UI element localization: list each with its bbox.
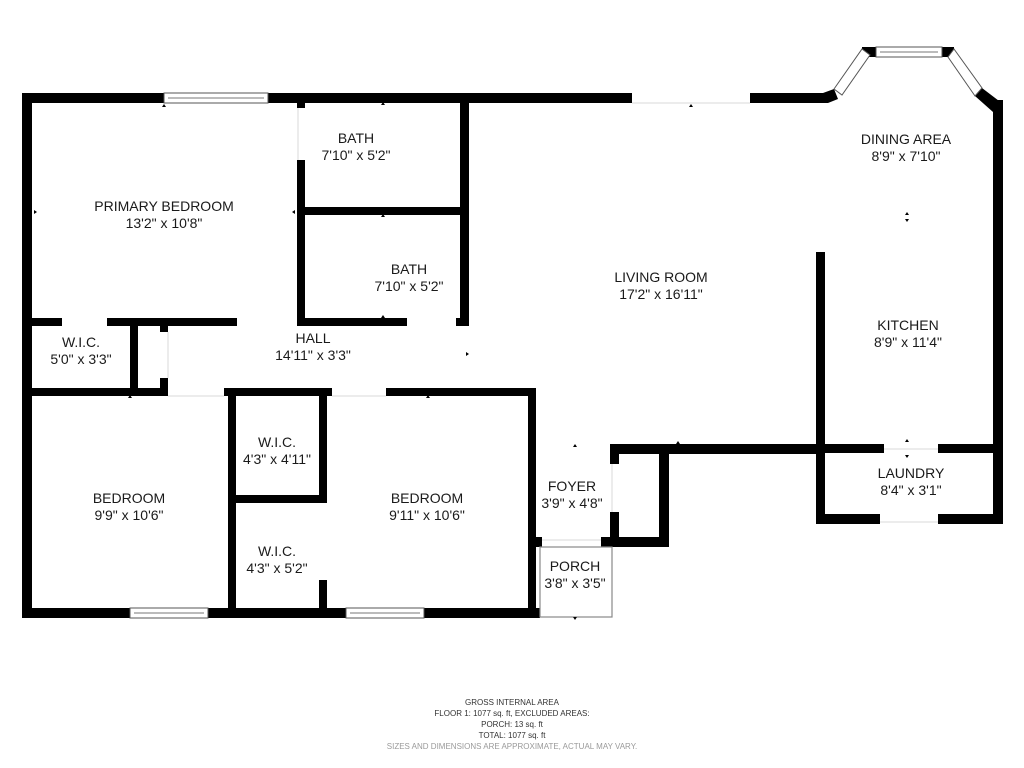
room-dimensions: 8'4" x 3'1": [880, 482, 942, 498]
room-dining-area: DINING AREA 8'9" x 7'10": [861, 131, 951, 165]
room-living-room: LIVING ROOM 17'2" x 16'11": [614, 269, 707, 303]
room-name: HALL: [295, 330, 331, 346]
area-summary: GROSS INTERNAL AREA FLOOR 1: 1077 sq. ft…: [387, 697, 637, 752]
walls: [22, 47, 1003, 618]
room-kitchen: KITCHEN 8'9" x 11'4": [874, 317, 942, 351]
room-name: BEDROOM: [390, 490, 464, 506]
room-wic-1: W.I.C. 5'0" x 3'3": [50, 334, 111, 368]
room-bedroom-2: BEDROOM 9'11" x 10'6": [389, 490, 465, 524]
room-dimensions: 3'9" x 4'8": [541, 495, 603, 511]
room-foyer: FOYER 3'9" x 4'8": [541, 478, 602, 512]
room-name: BATH: [337, 130, 375, 146]
room-dimensions: 7'10" x 5'2": [374, 278, 444, 294]
room-name: FOYER: [547, 478, 597, 494]
room-name: PRIMARY BEDROOM: [94, 198, 234, 214]
room-name: W.I.C.: [61, 334, 101, 350]
room-dimensions: 8'9" x 7'10": [871, 148, 941, 164]
floor-area-line: FLOOR 1: 1077 sq. ft, EXCLUDED AREAS:: [434, 709, 590, 718]
total-area-line: TOTAL: 1077 sq. ft: [478, 731, 546, 740]
room-name: W.I.C.: [257, 434, 297, 450]
room-dimensions: 3'8" x 3'5": [544, 575, 606, 591]
room-name: PORCH: [549, 558, 601, 574]
room-name: KITCHEN: [877, 317, 939, 333]
room-dimensions: 9'9" x 10'6": [94, 507, 164, 523]
area-title: GROSS INTERNAL AREA: [465, 698, 559, 707]
room-name: DINING AREA: [860, 131, 952, 147]
room-dimensions: 4'3" x 4'11": [243, 451, 311, 467]
room-dimensions: 14'11" x 3'3": [275, 347, 351, 363]
room-dimensions: 7'10" x 5'2": [321, 147, 391, 163]
room-name: LAUNDRY: [877, 465, 945, 481]
room-wic-3: W.I.C. 4'3" x 5'2": [246, 543, 307, 577]
room-wic-2: W.I.C. 4'3" x 4'11": [243, 434, 311, 468]
room-hall: HALL 14'11" x 3'3": [275, 330, 351, 364]
room-name: BEDROOM: [92, 490, 166, 506]
room-name: BATH: [390, 261, 428, 277]
room-bath-2: BATH 7'10" x 5'2": [375, 261, 444, 295]
room-name: LIVING ROOM: [614, 269, 708, 285]
room-name: W.I.C.: [257, 543, 297, 559]
room-dimensions: 9'11" x 10'6": [389, 507, 465, 523]
openings: [167, 108, 938, 541]
room-bedroom-1: BEDROOM 9'9" x 10'6": [93, 490, 165, 524]
room-dimensions: 13'2" x 10'8": [125, 215, 203, 231]
room-primary-bedroom: PRIMARY BEDROOM 13'2" x 10'8": [94, 198, 234, 232]
dimension-ticks: [34, 102, 909, 620]
room-laundry: LAUNDRY 8'4" x 3'1": [878, 465, 945, 499]
room-dimensions: 5'0" x 3'3": [50, 351, 112, 367]
windows: [129, 46, 983, 619]
room-dimensions: 8'9" x 11'4": [874, 334, 942, 350]
porch-area-line: PORCH: 13 sq. ft: [481, 720, 543, 729]
room-bath-1: BATH 7'10" x 5'2": [322, 130, 391, 164]
room-porch: PORCH 3'8" x 3'5": [544, 558, 605, 592]
disclaimer-text: SIZES AND DIMENSIONS ARE APPROXIMATE, AC…: [386, 742, 638, 751]
room-dimensions: 17'2" x 16'11": [619, 286, 703, 302]
room-dimensions: 4'3" x 5'2": [246, 560, 308, 576]
